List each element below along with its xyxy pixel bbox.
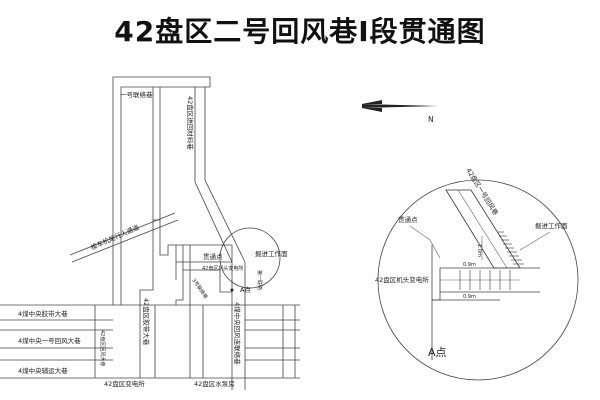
label-main-return: 4煤中央回风连联络巷 [233,302,242,365]
roadway-material-outer [194,87,233,263]
point-a-marker [230,288,234,292]
detail-label-through-point: 贯通点 [398,215,418,224]
north-arrow-tail-top [362,100,382,104]
label-connection-roadway-1: 一号联络巷 [120,90,153,99]
north-arrow-shaft [362,104,438,108]
label-material-roadway: 42盘区进回材料巷 [186,96,195,150]
detail-hatch-group [497,231,524,265]
label-return-roadway-4: 4煤中央一号回风大巷 [18,336,81,345]
roadway-shuttle-diagonal-b [71,219,179,263]
detail-label-working-face: 掘进工作面 [535,221,568,230]
label-belt-roadway-4: 4煤中央胶带大巷 [18,309,68,318]
north-arrow: N [362,100,438,124]
detail-leader-face [519,231,551,251]
detail-hatch-horizontal [459,270,511,290]
label-roadway-3: 3号联络巷 [190,277,209,300]
detail-circle [377,179,579,381]
detail-left-vertical-b [432,268,441,301]
detail-dim-3: 0.9m [463,294,476,300]
label-panel-substation: 42盘区变电所 [104,379,145,388]
label-substation: 42盘区机头变电所 [202,265,243,272]
roadway-material-inner [204,87,246,263]
roadway-mid-vertical-2 [139,220,154,305]
label-working-face: 掘进工作面 [255,249,288,258]
roadway-mid-vertical-3 [175,245,184,305]
roadway-left-vertical [152,87,161,221]
diagram-title: 42盘区二号回风巷I段贯通图 [114,15,486,48]
label-small-vertical: 第一联络 [256,270,263,290]
north-arrow-tail-bottom [362,108,382,112]
detail-view: 42盘区一号回风巷 贯通点 掘进工作面 42盘区机头变电所 A点 1.0m 0.… [375,166,579,381]
detail-inclined-center [457,189,508,269]
detail-label-substation: 42盘区机头变电所 [375,275,429,284]
roadway-outlines [0,76,300,390]
roadway-shuttle-diagonal-a [69,212,176,256]
detail-dim-1: 1.0m [476,244,482,257]
label-aux-roadway-4: 4煤中央辅运大巷 [18,366,68,375]
label-point-a: A点 [240,286,251,294]
label-return-collar: 42盘区回风大巷 [99,330,106,366]
roadway-substation-box-b [183,269,232,293]
roadway-top-horizontal [112,76,211,160]
north-label: N [428,115,434,124]
label-water-sump: 42盘区水泵房 [194,379,235,388]
detail-label-point-a: A点 [428,346,447,359]
label-through-point: 贯通点 [203,252,223,261]
detail-leader-through [409,225,441,259]
detail-inclined-roadway [445,189,521,269]
main-detail-circle [219,227,281,289]
label-panel-belt-roadway: 42盘区胶带大巷 [142,298,151,346]
roadway-mid-vertical-1 [159,220,177,280]
detail-label-return-roadway: 42盘区一号回风巷 [464,166,500,217]
detail-dim-2: 0.9m [463,262,476,268]
roadway-substation-box [176,244,233,263]
label-shuttle-car-entry: 梭车机尾行人通道 [89,222,141,252]
